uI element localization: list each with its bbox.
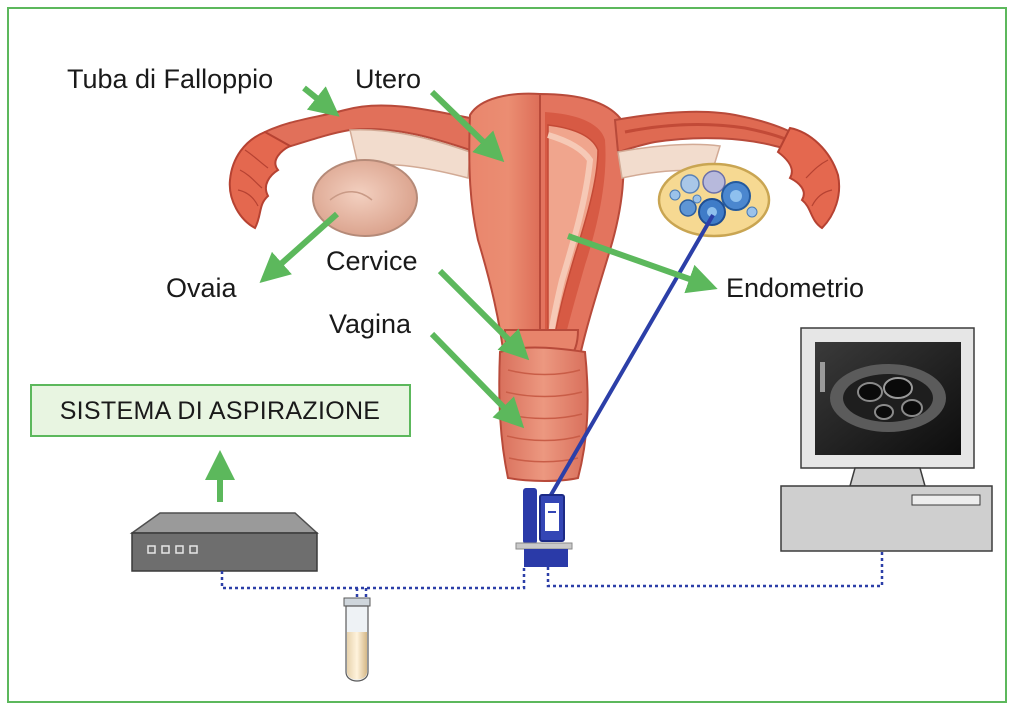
label-tuba: Tuba di Falloppio xyxy=(67,64,273,94)
left-fimbriae xyxy=(230,132,290,228)
collection-tube-icon xyxy=(344,598,370,681)
right-fimbriae xyxy=(778,128,839,228)
label-vagina: Vagina xyxy=(329,309,412,339)
transvaginal-probe-icon xyxy=(516,488,572,567)
label-utero: Utero xyxy=(355,64,421,94)
label-endometrio: Endometrio xyxy=(726,273,864,303)
arrow-tuba xyxy=(304,88,335,113)
ultrasound-monitor-icon xyxy=(781,328,992,551)
label-ovaia: Ovaia xyxy=(166,273,238,303)
aspiration-pump-icon xyxy=(132,513,317,571)
label-cervice: Cervice xyxy=(326,246,418,276)
aspiration-system-label: SISTEMA DI ASPIRAZIONE xyxy=(60,397,381,425)
